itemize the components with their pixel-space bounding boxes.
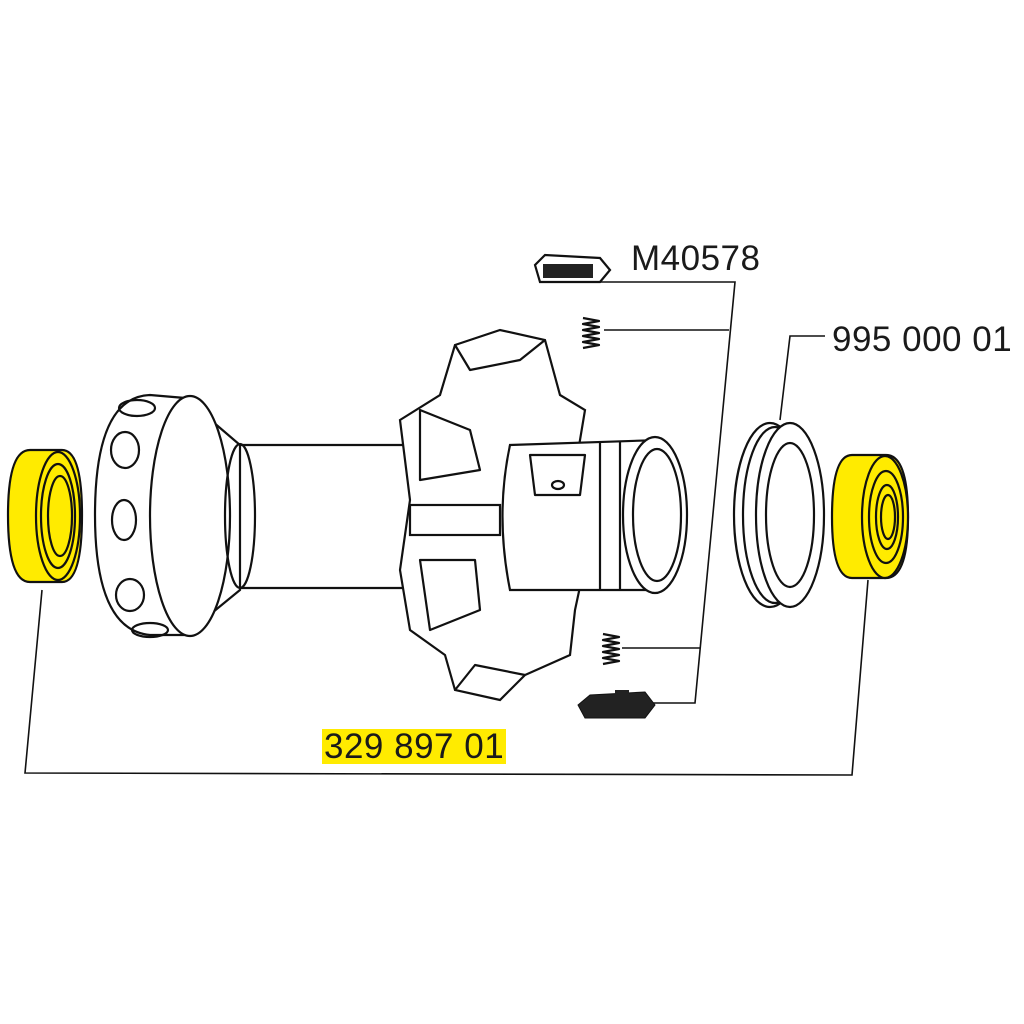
pawl-upper	[533, 253, 612, 284]
hub-shell	[93, 393, 422, 639]
leader-lines	[24, 281, 869, 776]
spring-upper	[581, 316, 601, 350]
leader-329	[24, 579, 869, 776]
pawl-lower	[577, 690, 656, 719]
leader-m40578	[600, 281, 736, 704]
left-bearing	[6, 448, 84, 584]
right-bearing	[830, 453, 910, 580]
seal-ring	[732, 421, 826, 609]
label-995-000-01: 995 000 01	[832, 320, 1013, 359]
ratchet-driver	[398, 328, 592, 702]
spring-lower	[601, 632, 621, 666]
label-329-897-01: 329 897 01	[322, 727, 507, 766]
leader-995	[779, 335, 825, 421]
freehub-body	[501, 435, 689, 595]
label-m40578: M40578	[631, 239, 761, 278]
